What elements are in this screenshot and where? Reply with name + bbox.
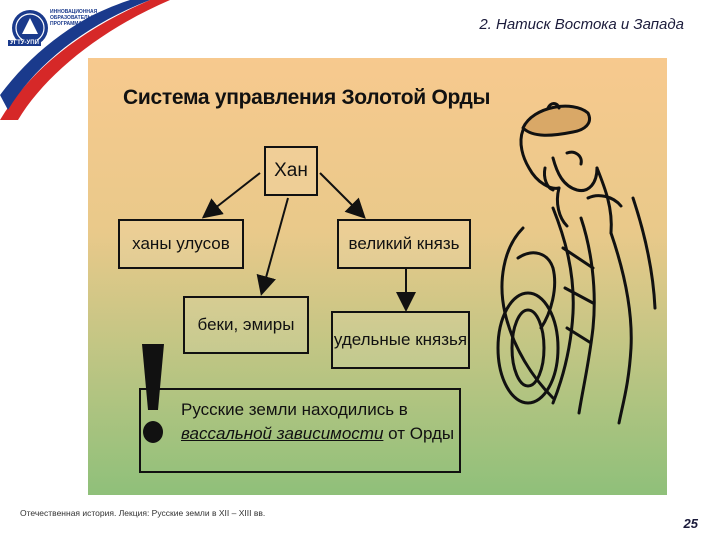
diagram-title: Система управления Золотой Орды xyxy=(123,86,491,109)
logo-line-2: ОБРАЗОВАТЕЛЬНАЯ xyxy=(50,15,102,21)
page-number: 25 xyxy=(683,516,698,531)
arrow-khan-to-beks xyxy=(256,197,289,296)
node-beks: беки, эмиры xyxy=(183,296,309,354)
header-logo: УГТУ-УПИ ИННОВАЦИОННАЯ ОБРАЗОВАТЕЛЬНАЯ П… xyxy=(0,0,170,120)
note-emphasis: вассальной зависимости xyxy=(181,424,384,443)
flag-swoosh-icon xyxy=(0,0,170,120)
node-khan: Хан xyxy=(264,146,318,196)
university-emblem-icon xyxy=(12,10,48,46)
page-title: 2. Натиск Востока и Запада xyxy=(479,16,684,33)
exclamation-icon xyxy=(142,344,164,443)
note-text: Русские земли находились в вассальной за… xyxy=(181,398,456,446)
note-text-before: Русские земли находились в xyxy=(181,400,408,419)
arrow-khan-to-ulus xyxy=(201,172,261,219)
logo-text: ИННОВАЦИОННАЯ ОБРАЗОВАТЕЛЬНАЯ ПРОГРАММА xyxy=(50,9,130,27)
mongol-warrior-illustration xyxy=(496,102,657,425)
arrow-khan-to-grand-prince xyxy=(319,172,366,219)
node-ulus-khans: ханы улусов xyxy=(118,219,244,269)
logo-line-1: ИННОВАЦИОННАЯ xyxy=(50,9,98,15)
node-grand-prince: великий князь xyxy=(337,219,471,269)
emblem-label: УГТУ-УПИ xyxy=(8,40,41,46)
logo-line-3: ПРОГРАММА xyxy=(50,21,83,27)
note-text-after: от Орды xyxy=(383,424,455,443)
diagram-panel: Система управления Золотой Орды Хан ханы… xyxy=(88,58,667,495)
note-box: Русские земли находились в вассальной за… xyxy=(139,388,461,473)
footer-source: Отечественная история. Лекция: Русские з… xyxy=(20,508,266,518)
node-appanage-princes: удельные князья xyxy=(331,311,470,369)
diagram-connectors xyxy=(201,172,416,312)
